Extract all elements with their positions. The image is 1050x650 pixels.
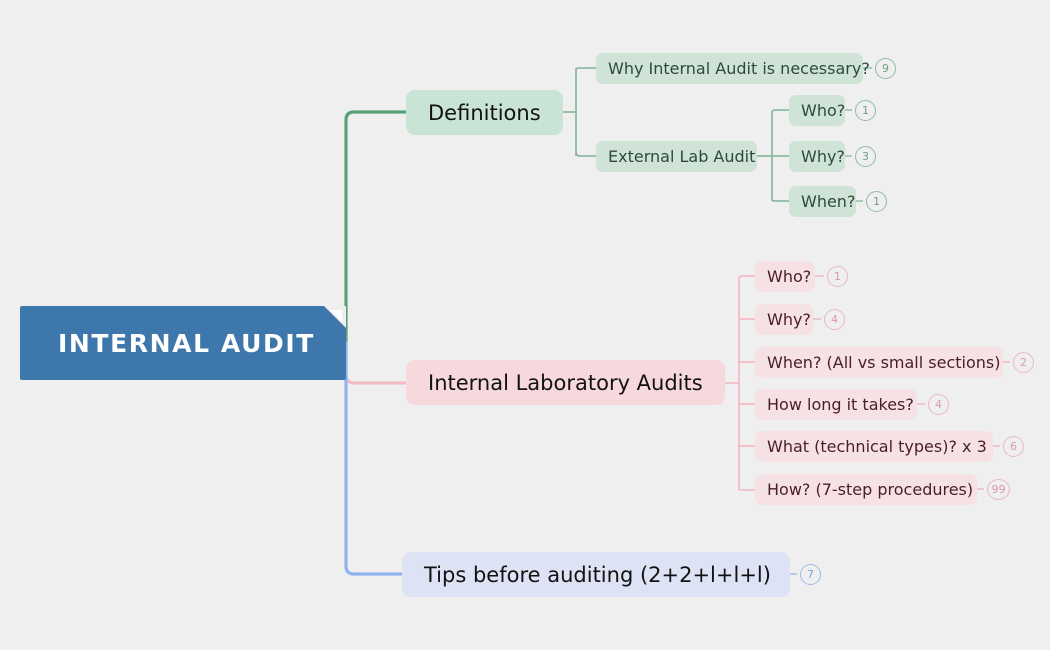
node-label: Who? xyxy=(801,101,846,120)
badge-tips-before-auditing: 7 xyxy=(800,564,821,585)
node-label: When? (All vs small sections) xyxy=(767,353,1001,372)
badge-why-internal-audit-is-necessary: 9 xyxy=(875,58,896,79)
badge-external-when: 1 xyxy=(866,191,887,212)
node-why-internal-audit-is-necessary[interactable]: Why Internal Audit is necessary? xyxy=(596,53,870,84)
root-node-label: INTERNAL AUDIT xyxy=(58,328,315,358)
badge-external-who: 1 xyxy=(855,100,876,121)
badge-value: 99 xyxy=(991,483,1006,496)
badge-ila-how-7-step: 99 xyxy=(987,479,1010,500)
badge-ila-why: 4 xyxy=(824,309,845,330)
node-ila-when[interactable]: When? (All vs small sections) xyxy=(755,347,1003,378)
badge-external-why: 3 xyxy=(855,146,876,167)
node-label: Who? xyxy=(767,267,812,286)
badge-value: 4 xyxy=(935,398,942,411)
branch-definitions[interactable]: Definitions xyxy=(406,90,563,135)
badge-ila-what-technical-types: 6 xyxy=(1003,436,1024,457)
branch-tips-before-auditing[interactable]: Tips before auditing (2+2+l+l+l) xyxy=(402,552,790,597)
node-ila-how-7-step[interactable]: How? (7-step procedures) xyxy=(755,474,977,505)
node-label: How long it takes? xyxy=(767,395,914,414)
badge-value: 1 xyxy=(873,195,880,208)
branch-internal-laboratory-audits[interactable]: Internal Laboratory Audits xyxy=(406,360,725,405)
badge-ila-how-long: 4 xyxy=(928,394,949,415)
node-label: External Lab Audit xyxy=(608,147,756,166)
node-label: Why? xyxy=(801,147,845,166)
node-external-when[interactable]: When? xyxy=(789,186,856,217)
badge-value: 9 xyxy=(882,62,889,75)
node-external-why[interactable]: Why? xyxy=(789,141,845,172)
branch-internal-laboratory-audits-label: Internal Laboratory Audits xyxy=(428,370,703,395)
node-ila-who[interactable]: Who? xyxy=(755,261,815,292)
badge-ila-who: 1 xyxy=(827,266,848,287)
badge-value: 1 xyxy=(834,270,841,283)
badge-value: 4 xyxy=(831,313,838,326)
node-label: What (technical types)? x 3 xyxy=(767,437,987,456)
node-label: How? (7-step procedures) xyxy=(767,480,974,499)
node-ila-how-long[interactable]: How long it takes? xyxy=(755,389,917,420)
node-label: Why Internal Audit is necessary? xyxy=(608,59,870,78)
node-ila-why[interactable]: Why? xyxy=(755,304,813,335)
badge-value: 3 xyxy=(862,150,869,163)
node-external-who[interactable]: Who? xyxy=(789,95,845,126)
root-node[interactable]: INTERNAL AUDIT xyxy=(20,306,346,380)
node-label: Why? xyxy=(767,310,811,329)
badge-value: 2 xyxy=(1020,356,1027,369)
branch-tips-before-auditing-label: Tips before auditing (2+2+l+l+l) xyxy=(424,562,771,587)
badge-ila-when: 2 xyxy=(1013,352,1034,373)
node-ila-what-technical-types[interactable]: What (technical types)? x 3 xyxy=(755,431,993,462)
badge-value: 1 xyxy=(862,104,869,117)
page-fold-icon xyxy=(324,306,346,328)
branch-definitions-label: Definitions xyxy=(428,100,541,125)
node-label: When? xyxy=(801,192,856,211)
badge-value: 6 xyxy=(1010,440,1017,453)
badge-value: 7 xyxy=(807,568,814,581)
node-external-lab-audit[interactable]: External Lab Audit xyxy=(596,141,757,172)
